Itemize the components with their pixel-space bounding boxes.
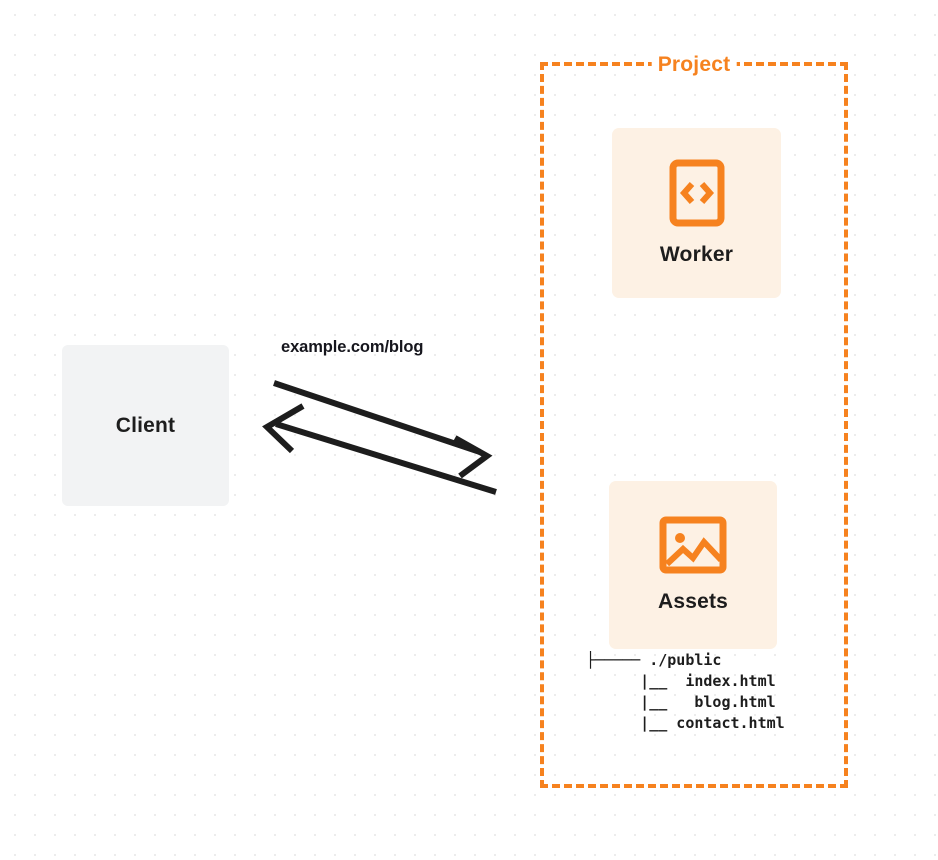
response-arrow-icon bbox=[262, 403, 497, 495]
code-brackets-icon bbox=[669, 159, 725, 227]
connection-url-label: example.com/blog bbox=[281, 338, 424, 356]
client-node[interactable]: Client bbox=[62, 345, 229, 506]
assets-file-tree: ├───── ./public |__ index.html |__ blog.… bbox=[586, 651, 785, 732]
image-picture-icon bbox=[659, 516, 727, 574]
worker-label: Worker bbox=[659, 243, 734, 266]
request-arrow-icon bbox=[273, 380, 493, 479]
assets-node[interactable]: Assets bbox=[609, 481, 777, 649]
client-label: Client bbox=[115, 413, 176, 437]
assets-label: Assets bbox=[657, 590, 729, 613]
worker-node[interactable]: Worker bbox=[612, 128, 781, 298]
project-container: Project bbox=[540, 53, 848, 788]
project-title: Project bbox=[651, 53, 737, 77]
